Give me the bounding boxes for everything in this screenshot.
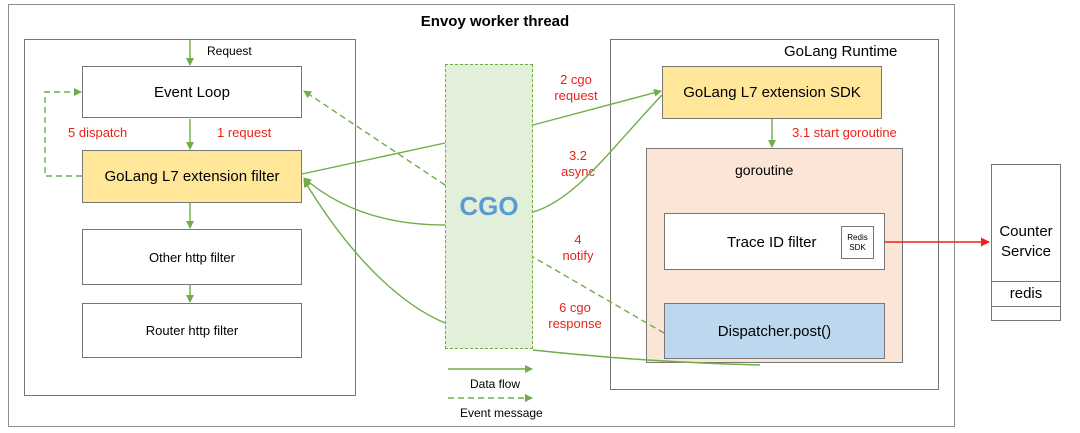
cgo-to-sdk-arrow: [532, 88, 662, 126]
step31-label: 3.1 start goroutine: [792, 125, 897, 140]
envoy-container: [24, 39, 356, 396]
counter-divider-bottom: [991, 306, 1061, 307]
cgo-to-event-loop-arrow: [303, 90, 446, 186]
async-return-curve: [532, 94, 663, 213]
router-filter-box: Router http filter: [82, 303, 302, 358]
trace-filter-label: Trace ID filter: [727, 234, 817, 251]
counter-service-box: [991, 164, 1061, 321]
sdk-box: GoLang L7 extension SDK: [662, 66, 882, 119]
dispatch-label: 5 dispatch: [68, 125, 128, 140]
event-loop-box: Event Loop: [82, 66, 302, 118]
dispatcher-box: Dispatcher.post(): [664, 303, 885, 359]
outer-frame: [8, 4, 955, 427]
request-step-label: 1 request: [217, 125, 272, 140]
response-curve: [532, 349, 761, 366]
runtime-title: GoLang Runtime: [784, 43, 898, 60]
counter-divider-top: [991, 281, 1061, 282]
cgo-box: CGO: [445, 64, 533, 349]
filter-to-cgo-line: [301, 142, 446, 175]
legend-event-message-label: Event message: [460, 406, 543, 420]
redis-label: redis: [1009, 285, 1043, 302]
cgo-to-filter-async-arrow: [303, 177, 446, 226]
request-label: Request: [207, 44, 252, 58]
cgo-to-filter-response-arrow: [303, 179, 446, 324]
legend-data-flow-label: Data flow: [470, 377, 521, 391]
golang-filter-box: GoLang L7 extension filter: [82, 150, 302, 203]
other-filter-box: Other http filter: [82, 229, 302, 285]
notify-arrow: [532, 256, 665, 334]
dispatch-loop-arrow: [44, 88, 82, 177]
diagram-title: Envoy worker thread: [420, 13, 570, 30]
runtime-container: [610, 39, 939, 390]
goroutine-label: goroutine: [735, 162, 794, 178]
